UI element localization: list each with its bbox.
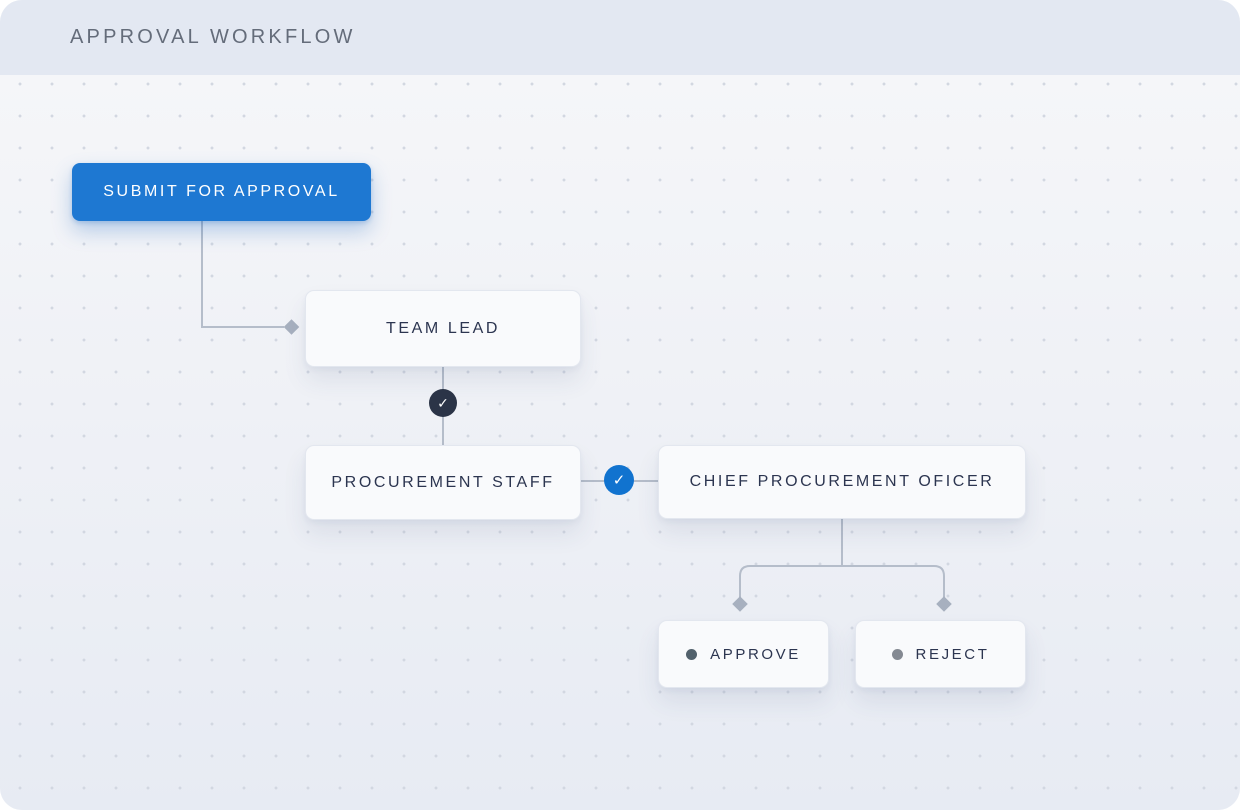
reject-label: REJECT bbox=[915, 645, 990, 663]
approve-label: APPROVE bbox=[710, 645, 801, 663]
reject-button[interactable]: REJECT bbox=[855, 620, 1026, 688]
chief-procurement-officer-label: CHIEF PROCUREMENT OFICER bbox=[689, 473, 995, 490]
page-title: APPROVAL WORKFLOW bbox=[70, 26, 356, 48]
workflow-node-team-lead[interactable]: TEAM LEAD bbox=[305, 290, 581, 367]
team-lead-label: TEAM LEAD bbox=[385, 319, 501, 337]
submit-for-approval-button[interactable]: SUBMIT FOR APPROVAL bbox=[72, 163, 371, 221]
checkmark-badge-dark-icon: ✓ bbox=[429, 389, 457, 417]
header-bar: APPROVAL WORKFLOW bbox=[0, 0, 1240, 75]
workflow-node-procurement-staff[interactable]: PROCUREMENT STAFF bbox=[305, 445, 581, 520]
reject-status-dot-icon bbox=[891, 648, 903, 660]
checkmark-badge-blue-icon: ✓ bbox=[604, 465, 634, 495]
procurement-staff-label: PROCUREMENT STAFF bbox=[331, 473, 555, 491]
workflow-node-chief-procurement-officer[interactable]: CHIEF PROCUREMENT OFICER bbox=[658, 445, 1026, 519]
approve-button[interactable]: APPROVE bbox=[658, 620, 829, 688]
submit-button-label: SUBMIT FOR APPROVAL bbox=[103, 183, 340, 200]
check-icon: ✓ bbox=[612, 472, 626, 489]
approve-status-dot-icon bbox=[686, 648, 698, 660]
check-icon: ✓ bbox=[437, 394, 449, 411]
